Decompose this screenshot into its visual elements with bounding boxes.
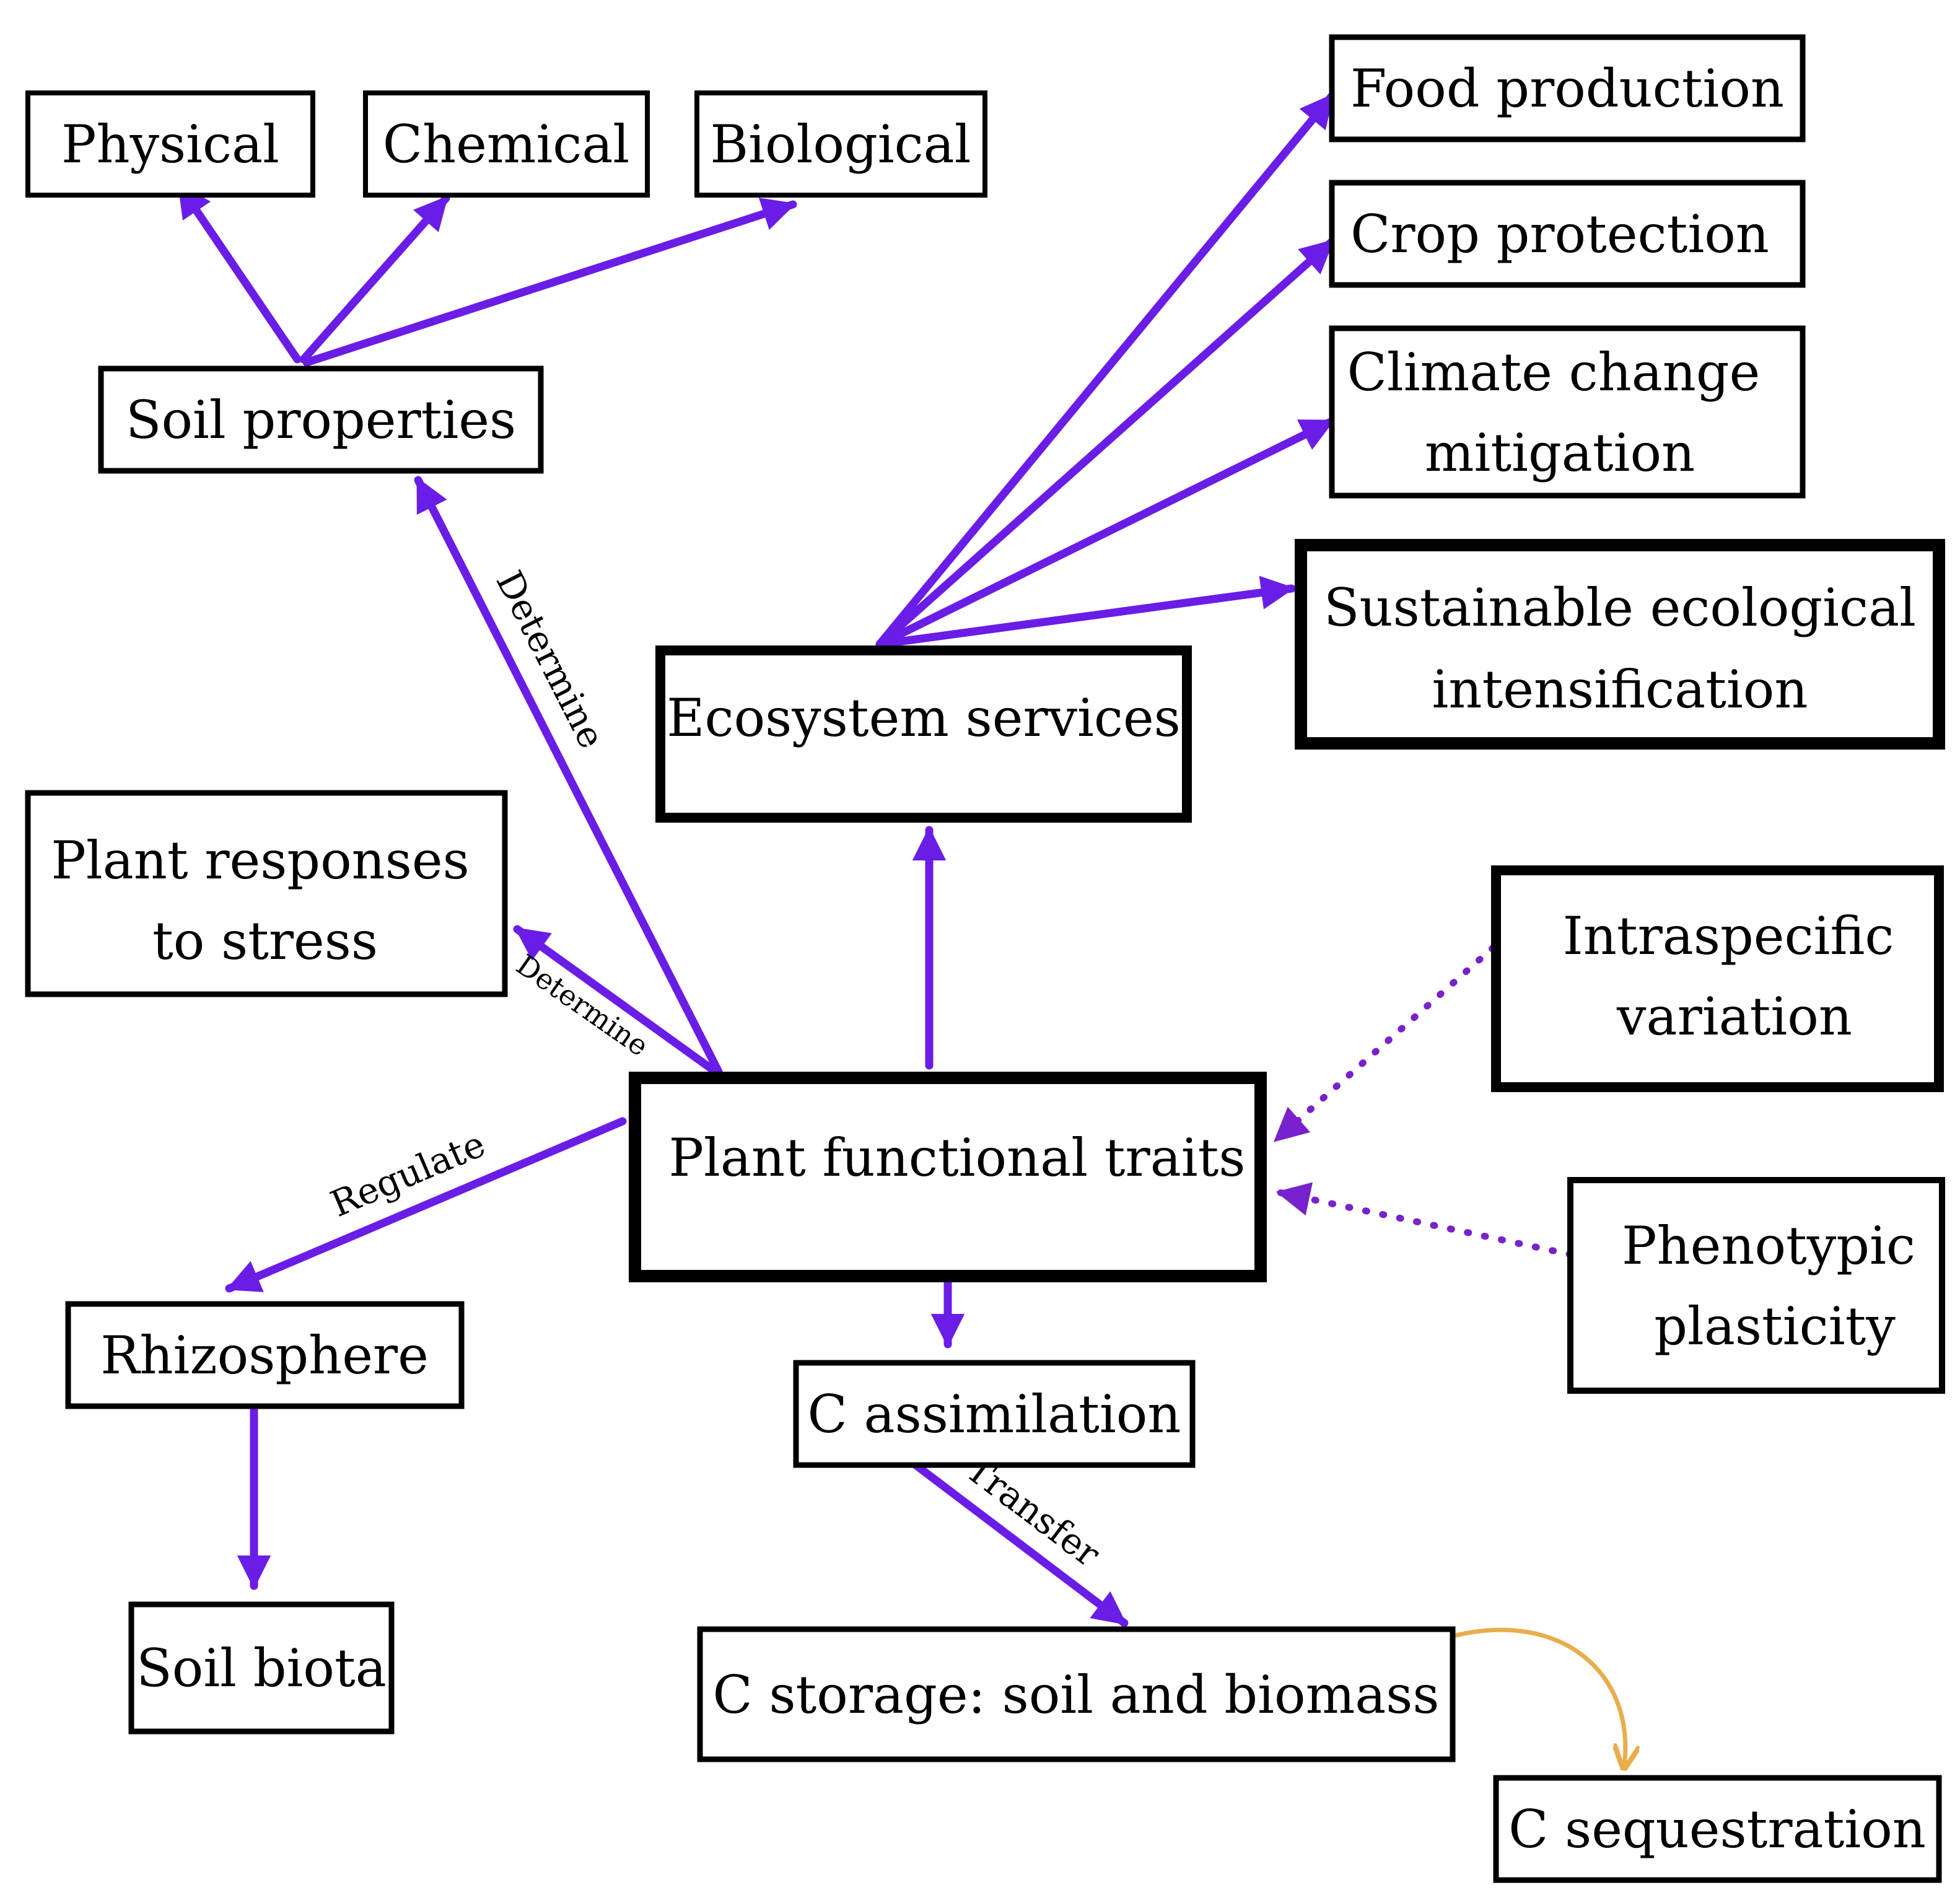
node-rhizosphere-label: Rhizosphere — [100, 1325, 429, 1386]
node-c-assimilation-label: C assimilation — [808, 1384, 1181, 1445]
node-soil-biota: Soil biota — [128, 1601, 395, 1735]
node-ecosystem-services-label: Ecosystem services — [667, 688, 1181, 748]
edge-c-storage-to-c-sequestration — [1453, 1627, 1625, 1765]
edge-ecosystem-to-crop — [875, 237, 1336, 649]
edge-ecosystem-to-climate — [875, 417, 1336, 649]
nodes: Physical Chemical Biological Soil proper… — [25, 34, 1945, 1883]
node-c-storage: C storage: soil and biomass — [697, 1626, 1456, 1762]
node-climate-change-line1: Climate change — [1347, 342, 1761, 403]
node-sustainable-line1: Sustainable ecological — [1324, 577, 1916, 638]
node-c-sequestration: C sequestration — [1493, 1775, 1942, 1883]
edge-soil-to-biological — [302, 198, 797, 367]
node-biological: Biological — [694, 90, 987, 198]
node-plant-responses-to-stress: Plant responses to stress — [25, 790, 508, 997]
edge-traits-to-stress — [513, 925, 720, 1076]
edge-ecosystem-to-food — [875, 92, 1336, 649]
node-phenotypic-plasticity: Phenotypic plasticity — [1567, 1177, 1945, 1394]
node-phenotypic-line1: Phenotypic — [1622, 1215, 1915, 1276]
node-c-storage-label: C storage: soil and biomass — [712, 1665, 1439, 1725]
node-soil-properties: Soil properties — [98, 365, 544, 474]
node-chemical: Chemical — [363, 90, 650, 198]
edge-soil-to-chemical — [299, 194, 450, 364]
node-physical-label: Physical — [61, 114, 279, 175]
node-c-assimilation: C assimilation — [793, 1360, 1196, 1468]
node-soil-biota-label: Soil biota — [136, 1638, 387, 1699]
node-ecosystem-services: Ecosystem services — [655, 645, 1192, 823]
node-plant-functional-traits-label: Plant functional traits — [668, 1127, 1245, 1188]
node-food-production: Food production — [1329, 34, 1806, 142]
edge-intraspecific-to-traits — [1272, 944, 1497, 1144]
node-intraspecific-line2: variation — [1616, 986, 1852, 1047]
node-plant-responses-line2: to stress — [152, 911, 378, 971]
edge-phenotypic-to-traits — [1275, 1182, 1574, 1258]
node-sustainable-line2: intensification — [1432, 659, 1808, 720]
edge-c-assimilation-to-c-storage — [903, 1455, 1129, 1627]
node-physical: Physical — [25, 90, 315, 198]
node-climate-change-line2: mitigation — [1425, 422, 1695, 483]
node-biological-label: Biological — [710, 114, 971, 175]
node-crop-protection-label: Crop protection — [1350, 204, 1769, 265]
edge-traits-to-rhizosphere — [225, 1117, 627, 1293]
edge-soil-to-physical — [175, 182, 302, 364]
node-soil-properties-label: Soil properties — [126, 390, 516, 450]
node-intraspecific-line1: Intraspecific — [1563, 906, 1894, 966]
node-rhizosphere: Rhizosphere — [65, 1301, 465, 1409]
node-plant-functional-traits: Plant functional traits — [629, 1072, 1267, 1282]
label-determine-stress: Determine — [510, 948, 655, 1063]
node-crop-protection: Crop protection — [1329, 180, 1806, 288]
node-intraspecific-variation: Intraspecific variation — [1491, 865, 1944, 1092]
edges — [175, 92, 1625, 1765]
node-plant-responses-line1: Plant responses — [51, 830, 469, 891]
node-food-production-label: Food production — [1350, 58, 1784, 119]
node-c-sequestration-label: C sequestration — [1508, 1799, 1926, 1860]
edge-ecosystem-to-sustainable — [875, 575, 1296, 649]
node-sustainable-ecological-intensification: Sustainable ecological intensification — [1295, 539, 1945, 750]
node-chemical-label: Chemical — [383, 114, 630, 175]
node-climate-change-mitigation: Climate change mitigation — [1329, 325, 1806, 499]
edge-traits-to-soil-properties — [414, 476, 723, 1076]
node-phenotypic-line2: plasticity — [1654, 1296, 1896, 1357]
